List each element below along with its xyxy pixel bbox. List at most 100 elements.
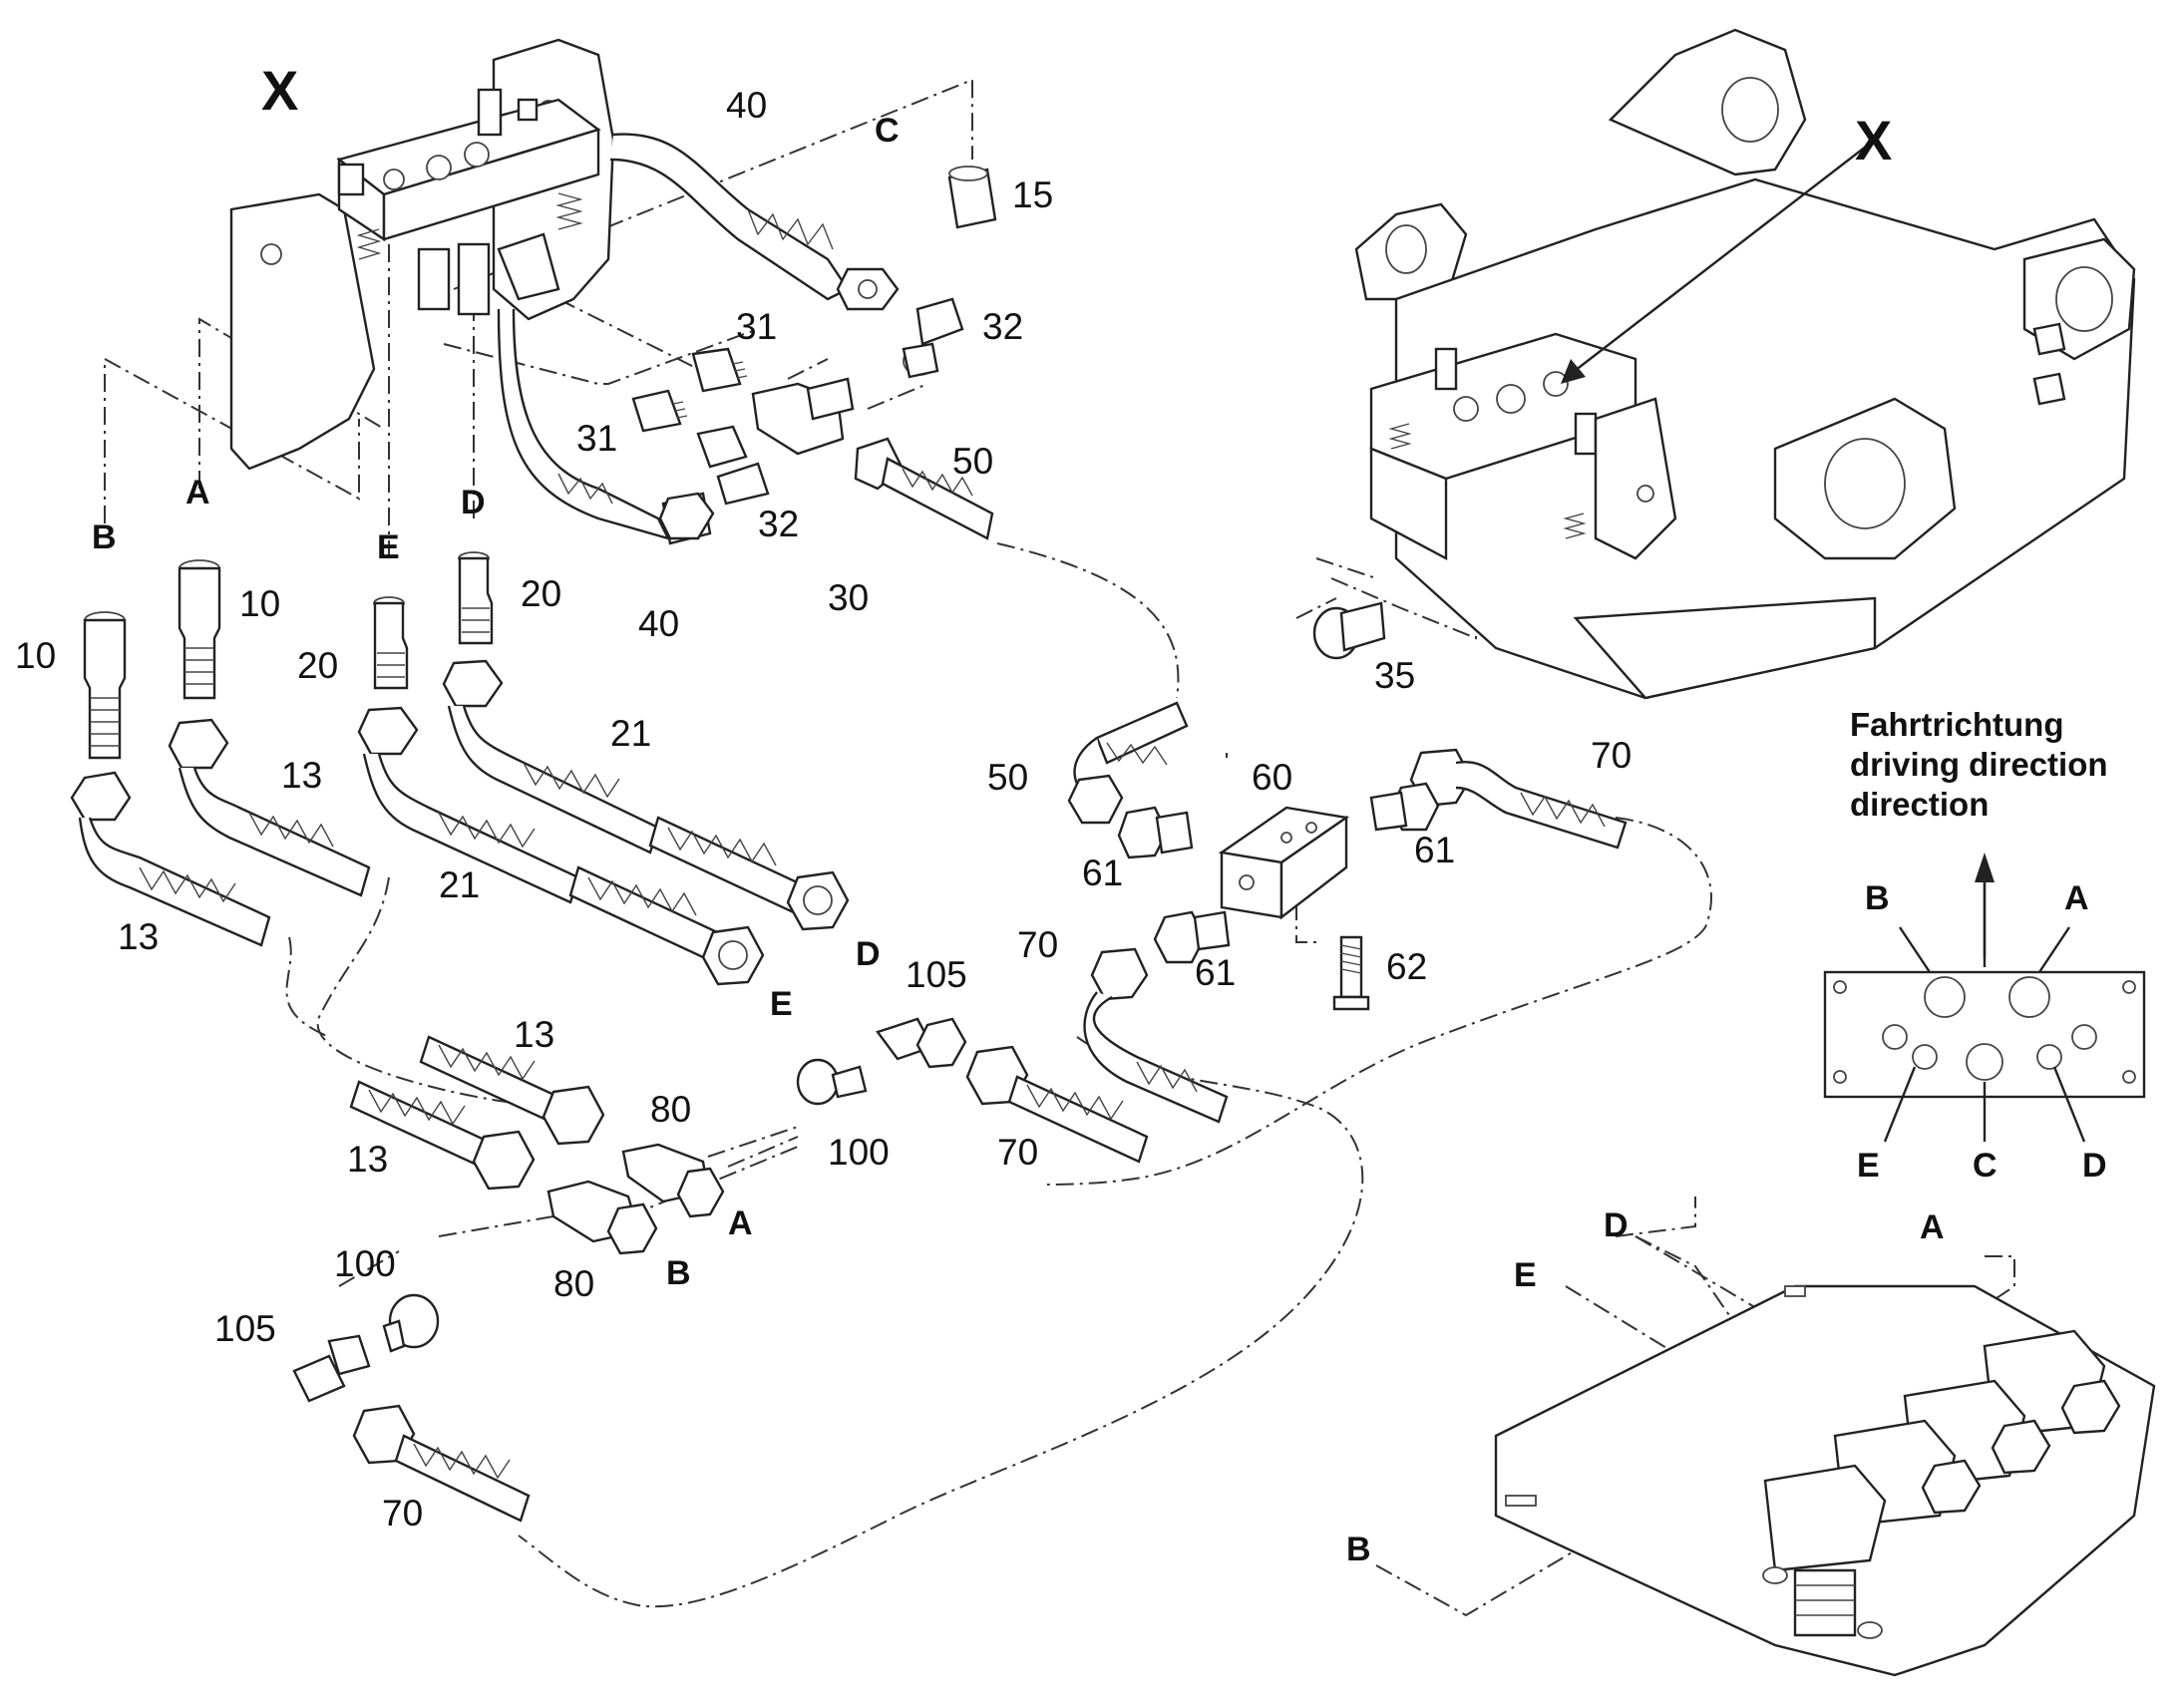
label-e-plate: E [1514, 1256, 1537, 1294]
legend-title-other: direction [1850, 786, 1989, 823]
hose-40-upper [609, 133, 900, 311]
label-b-top: B [92, 518, 117, 556]
label-31-lower: 31 [576, 418, 617, 459]
label-70-mid: 70 [1017, 924, 1058, 965]
block-60 [1218, 806, 1350, 920]
label-61-b: 61 [1414, 830, 1455, 870]
adapter-100-b [382, 1293, 440, 1353]
label-e-top: E [377, 528, 400, 566]
valve-block-assembly [229, 38, 615, 471]
elbow-105-b [292, 1334, 371, 1403]
tee-80-a [621, 1143, 725, 1218]
hose-13-lower-left [349, 1080, 536, 1191]
label-d-top: D [461, 484, 486, 521]
label-e-mid: E [770, 985, 793, 1023]
adapter-61-c [1153, 910, 1231, 964]
label-10-left: 10 [15, 635, 56, 676]
hose-13-left [70, 771, 271, 947]
label-70-center: 70 [997, 1132, 1038, 1173]
label-b-low: B [666, 1254, 691, 1292]
legend-label-b: B [1865, 879, 1890, 917]
label-50-lower: 50 [987, 757, 1028, 798]
legend-label-a: A [2064, 879, 2089, 917]
label-d-plate: D [1604, 1206, 1629, 1244]
label-70-lower-left: 70 [382, 1493, 423, 1534]
labels: X X 40 C 15 31 32 31 50 32 30 40 B A E D… [15, 59, 2108, 1568]
label-x-detail: X [261, 59, 298, 122]
label-c-top: C [875, 112, 900, 150]
cap-15 [947, 166, 997, 229]
elbow-32-upper [902, 297, 964, 379]
elbow-32-lower [696, 425, 770, 506]
adapter-31-lower [631, 389, 688, 433]
label-13-lower-right: 13 [514, 1014, 554, 1055]
adapter-100-a [796, 1058, 868, 1106]
label-31-upper: 31 [736, 306, 777, 347]
label-100-a: 100 [828, 1132, 890, 1173]
label-13-lower-left: 13 [347, 1139, 388, 1180]
label-30: 30 [828, 577, 869, 618]
label-62: 62 [1386, 946, 1427, 987]
label-10-center: 10 [239, 583, 280, 624]
hose-21-d [442, 659, 850, 931]
arrow-x [1561, 139, 1876, 384]
label-70-right: 70 [1591, 735, 1632, 776]
label-105-b: 105 [214, 1308, 276, 1349]
hose-21-e [357, 706, 765, 986]
hose-70-center [965, 1045, 1149, 1164]
adapter-31-upper [691, 347, 748, 393]
hose-13-lower-right [419, 1035, 605, 1146]
adapter-61-a [1117, 806, 1194, 859]
adapter-61-b [1369, 782, 1440, 832]
hose-40-lower [497, 308, 715, 545]
label-80-a: 80 [650, 1089, 691, 1130]
legend-label-d: D [2082, 1147, 2107, 1185]
plug-35 [1312, 601, 1386, 660]
legend-block [1823, 853, 2146, 1143]
label-105-a: 105 [906, 954, 967, 995]
tee-80-b [546, 1180, 658, 1255]
label-20-d: 20 [521, 573, 561, 614]
label-80-b: 80 [553, 1263, 594, 1304]
label-d-mid: D [856, 935, 881, 973]
label-100-b: 100 [334, 1243, 396, 1284]
nipple-10-left [83, 611, 127, 760]
label-50-upper: 50 [952, 441, 993, 482]
label-a-top: A [185, 474, 210, 512]
label-b-plate: B [1346, 1531, 1371, 1568]
label-21-e: 21 [439, 864, 480, 905]
label-32-upper: 32 [982, 306, 1023, 347]
hose-70-mid [1083, 947, 1229, 1124]
nipple-10-center [178, 559, 221, 700]
label-20-e: 20 [297, 645, 338, 686]
label-x-coupler: X [1855, 109, 1892, 171]
label-35: 35 [1374, 655, 1415, 696]
legend-label-e: E [1857, 1147, 1880, 1185]
tee-30 [751, 377, 855, 456]
label-15: 15 [1012, 174, 1053, 215]
quick-coupler-view [1354, 28, 2136, 700]
label-13-center: 13 [281, 755, 322, 796]
label-40-lower: 40 [638, 603, 679, 644]
legend-title-en: driving direction [1850, 746, 2108, 783]
hose-50-lower [1067, 701, 1189, 825]
label-40-upper: 40 [726, 85, 767, 126]
direction-arrow-icon [1975, 853, 1995, 882]
elbow-105-a [876, 1017, 967, 1069]
label-21-d: 21 [610, 713, 651, 754]
hose-13-center [168, 718, 371, 897]
label-a-plate: A [1920, 1208, 1945, 1246]
legend-title-de: Fahrtrichtung [1850, 706, 2063, 743]
label-61-c: 61 [1195, 952, 1236, 993]
label-13-left: 13 [118, 916, 159, 957]
hose-70-lower-left [352, 1404, 531, 1523]
nipple-20-d [458, 551, 494, 645]
nipple-20-e [373, 596, 409, 690]
label-32-lower: 32 [758, 504, 799, 544]
label-61-a: 61 [1082, 853, 1123, 893]
bolt-62 [1332, 935, 1370, 1011]
legend-label-c: C [1973, 1147, 1998, 1185]
label-60: 60 [1252, 757, 1292, 798]
